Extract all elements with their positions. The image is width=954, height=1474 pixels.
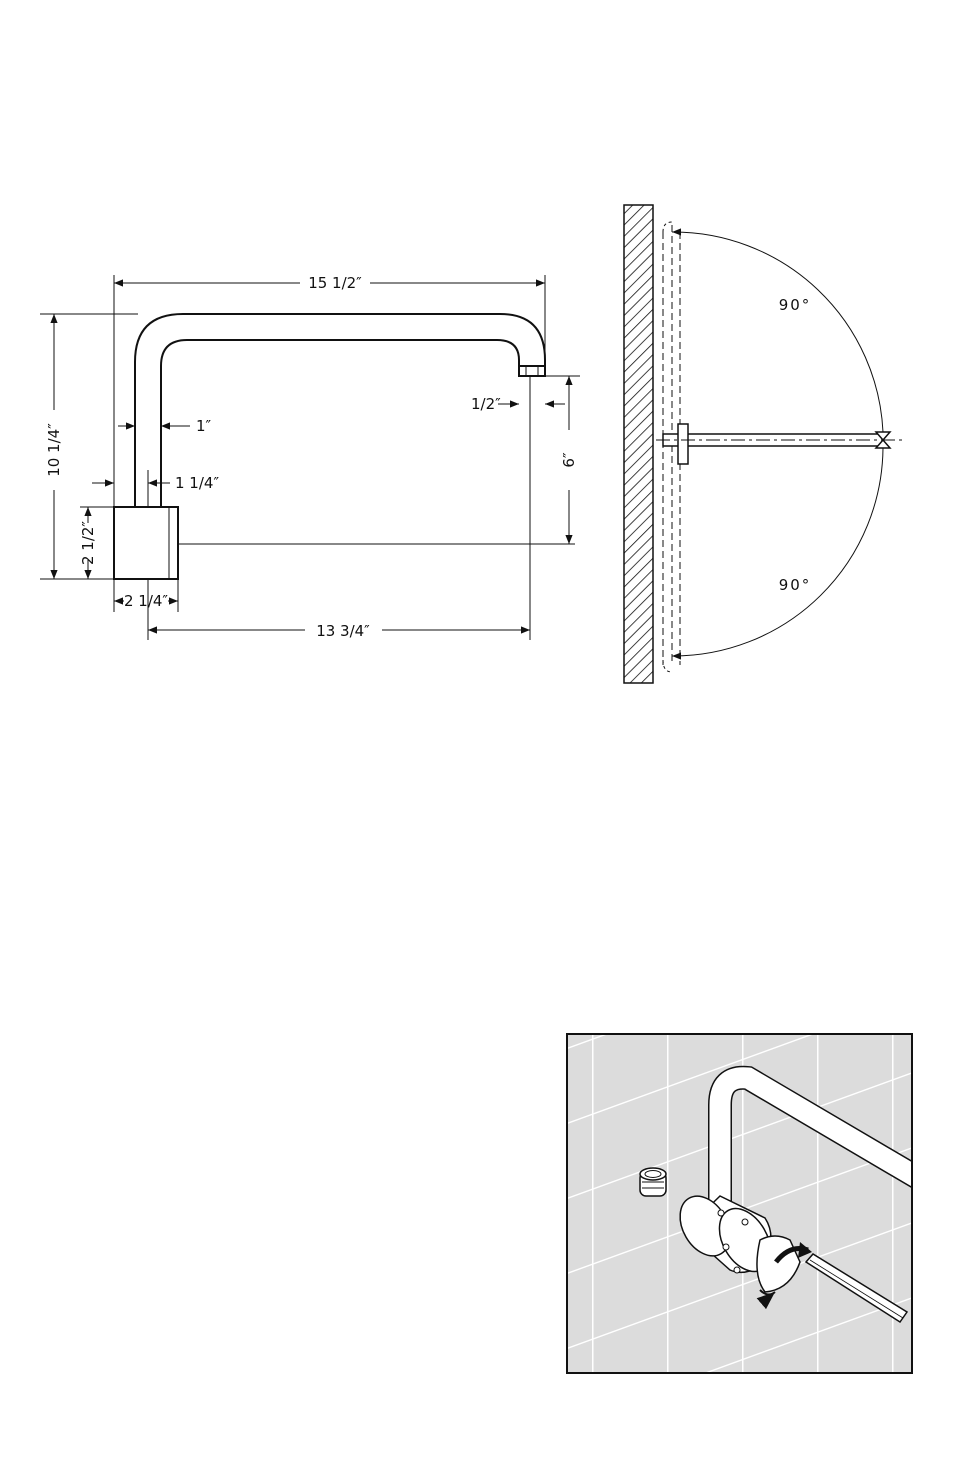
- angle-upper: 90°: [779, 296, 812, 314]
- dim-arm-diameter: 1″: [196, 417, 212, 435]
- dim-outlet-thread: 1/2″: [471, 395, 501, 413]
- base-escutcheon: [114, 507, 178, 579]
- wall-section: [624, 205, 653, 683]
- dim-overall-height: 10 1/4″: [45, 423, 63, 477]
- wall-thread-nipple: [640, 1168, 666, 1196]
- dim-drop: 6″: [560, 452, 578, 468]
- installation-illustration: [567, 1034, 935, 1373]
- dim-overall-width: 15 1/2″: [308, 274, 362, 292]
- shower-arm-profile: [114, 314, 545, 579]
- outlet-nipple: [519, 366, 545, 376]
- dim-base-width: 2 1/4″: [124, 592, 168, 610]
- dim-base-height: 2 1/2″: [79, 521, 97, 565]
- arm-top-view: [656, 424, 905, 464]
- dim-arm-offset: 1 1/4″: [175, 474, 219, 492]
- rotation-drawing: 90° 90°: [624, 205, 905, 683]
- dimension-drawing: 15 1/2″ 10 1/4″ 1″ 1 1/4″ 2 1/2″ 2 1/4″ …: [40, 274, 580, 640]
- angle-lower: 90°: [779, 576, 812, 594]
- dim-projection: 13 3/4″: [316, 622, 370, 640]
